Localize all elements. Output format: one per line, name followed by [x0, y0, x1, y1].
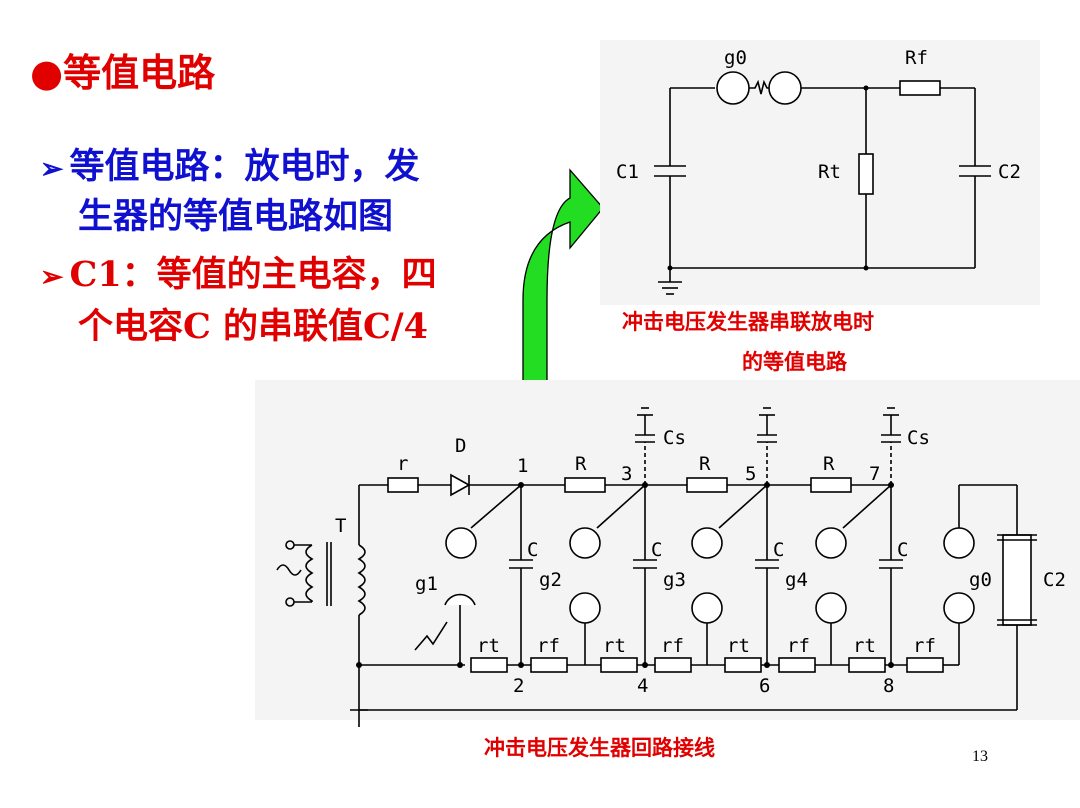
label-node-7: 7 [869, 463, 880, 485]
label-g3: g3 [663, 569, 686, 591]
label-rt-4: rt [853, 635, 876, 657]
label-node-3: 3 [621, 463, 632, 485]
arrow-bullet-icon: ➢ [40, 260, 64, 293]
label-c1: C1 [616, 161, 639, 183]
label-r3: R [823, 453, 835, 475]
label-d: D [455, 435, 466, 457]
label-c2: C2 [998, 161, 1021, 183]
label-rf: Rf [905, 47, 928, 69]
caption-equivalent-circuit-line-1: 冲击电压发生器串联放电时 [622, 309, 874, 334]
label-rt-1: rt [477, 635, 500, 657]
arrow-bullet-icon: ➢ [40, 152, 64, 185]
label-t: T [335, 515, 346, 537]
label-r1: R [575, 453, 587, 475]
label-node-8: 8 [883, 675, 894, 697]
label-node-2: 2 [513, 675, 524, 697]
label-g0: g0 [969, 569, 992, 591]
label-rf-1: rf [537, 635, 560, 657]
bullet-1-line-1: ➢等值电路：放电时，发 [40, 146, 420, 187]
label-node-6: 6 [759, 675, 770, 697]
label-cs-2: Cs [907, 427, 930, 449]
generator-circuit-diagram: T r D 1 R 3 R 5 R 7 Cs Cs C C C C g1 g2 … [255, 380, 1080, 727]
label-c-d: C [897, 539, 908, 561]
label-c-c: C [773, 539, 784, 561]
curved-arrow-icon [522, 168, 604, 444]
label-g1: g1 [415, 573, 438, 595]
label-rt: Rt [818, 161, 841, 183]
label-node-5: 5 [745, 463, 756, 485]
label-r: r [397, 453, 408, 475]
bullet-2-line-2: 个电容C 的串联值C/4 [78, 306, 429, 347]
slide-title: ●等值电路 [30, 50, 216, 95]
label-node-1: 1 [517, 455, 528, 477]
bullet-1-line-2: 生器的等值电路如图 [78, 196, 394, 237]
caption-generator-circuit: 冲击电压发生器回路接线 [484, 735, 715, 760]
label-rt-3: rt [727, 635, 750, 657]
page-number: 13 [972, 748, 988, 765]
label-rt-2: rt [603, 635, 626, 657]
label-g2: g2 [539, 569, 562, 591]
label-node-4: 4 [637, 675, 648, 697]
caption-equivalent-circuit-line-2: 的等值电路 [742, 349, 847, 374]
label-rf-2: rf [661, 635, 684, 657]
label-rf-4: rf [913, 635, 936, 657]
label-r2: R [699, 453, 711, 475]
bullet-2-line-1: ➢C1：等值的主电容，四 [40, 254, 437, 295]
equivalent-circuit-diagram: g0 Rf C1 Rt C2 [600, 40, 1040, 305]
label-c2: C2 [1043, 569, 1066, 591]
label-cs-1: Cs [663, 427, 686, 449]
label-g0: g0 [724, 47, 747, 69]
label-g4: g4 [785, 569, 808, 591]
label-c-a: C [527, 539, 538, 561]
label-c-b: C [651, 539, 662, 561]
label-rf-3: rf [787, 635, 810, 657]
